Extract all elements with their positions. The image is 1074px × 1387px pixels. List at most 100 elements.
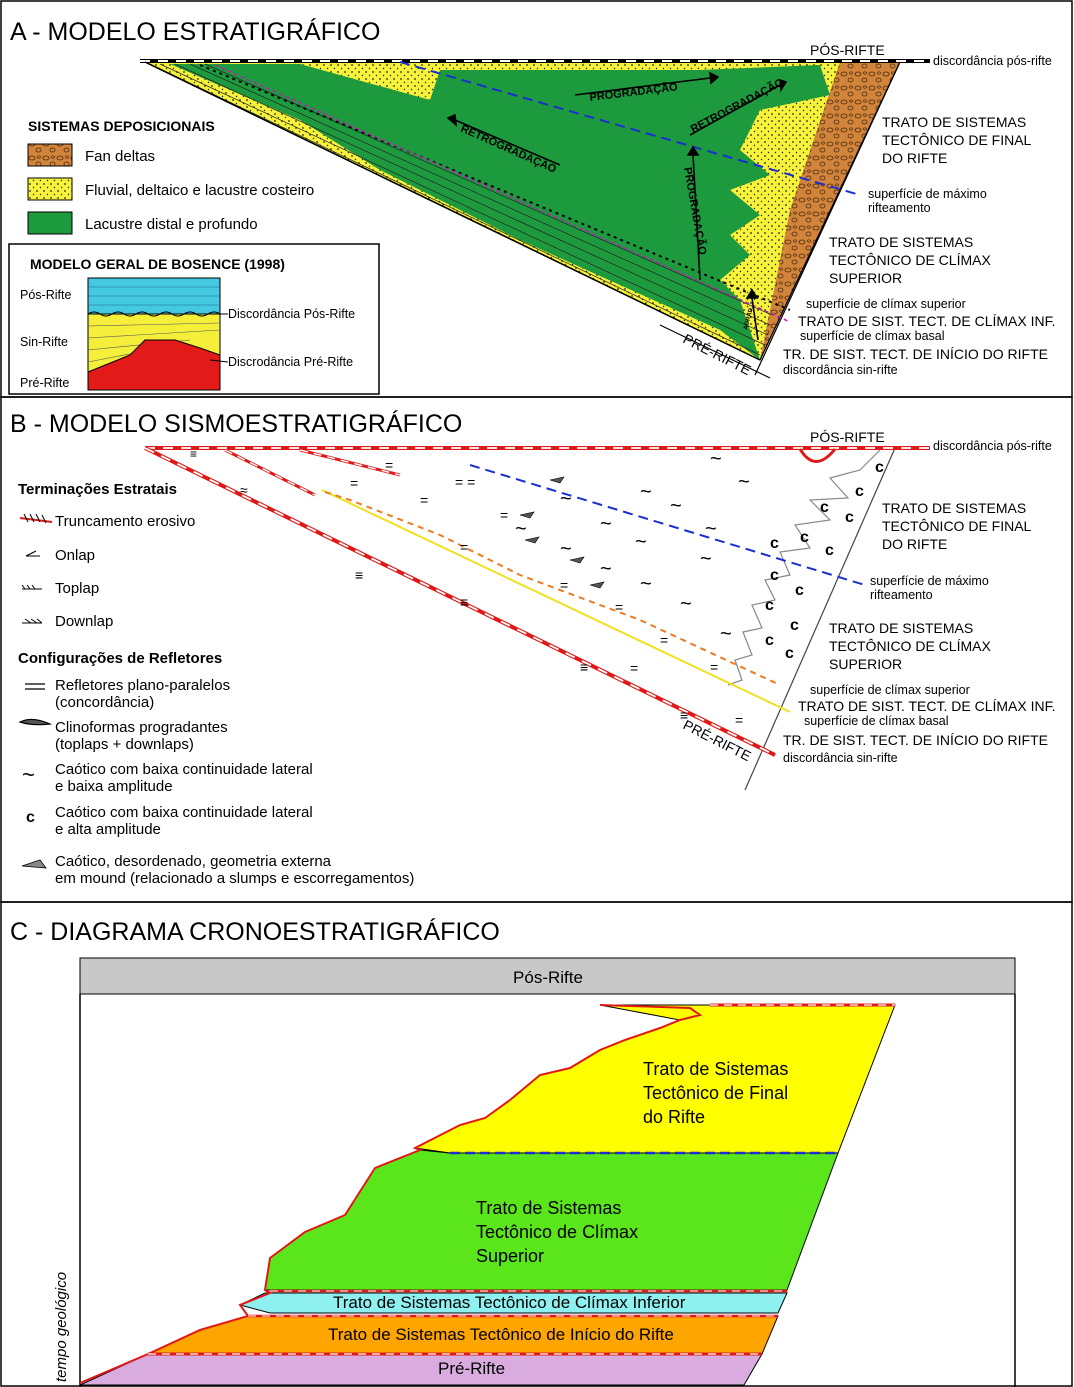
seismic-symbols: = = = = = = = = = = = = = ≡ ≈ ≡ ≡ ≡ ≡	[190, 447, 743, 728]
band-pos-rifte-label: Pós-Rifte	[513, 968, 583, 987]
tract-final-b-3: DO RIFTE	[882, 536, 947, 552]
climax-sup-surface-a	[199, 64, 791, 311]
tract-climax-sup-b-2: TECTÔNICO DE CLÍMAX	[829, 638, 991, 654]
max-rift-b-2: rifteamento	[870, 588, 933, 602]
svg-text:~: ~	[635, 531, 647, 553]
legend-label-fluvial: Fluvial, deltaico e lacustre costeiro	[85, 182, 314, 199]
svg-text:≡: ≡	[190, 447, 197, 461]
tract-climax-inf-b: TRATO DE SIST. TECT. DE CLÍMAX INF.	[798, 698, 1056, 714]
tract-final-a-3: DO RIFTE	[882, 150, 947, 166]
svg-text:c: c	[770, 535, 779, 552]
legend-label-lacustre: Lacustre distal e profundo	[85, 216, 258, 233]
panel-b-title: B - MODELO SISMOESTRATIGRÁFICO	[10, 409, 462, 438]
legend-swatch-fluvial	[27, 177, 73, 201]
label-climax-sup-2: Tectônico de Clímax	[476, 1222, 638, 1242]
bosence-pre-rifte: Pré-Rifte	[20, 376, 69, 390]
tract-climax-sup-a-2: TECTÔNICO DE CLÍMAX	[829, 252, 991, 268]
tract-final-b-1: TRATO DE SISTEMAS	[882, 500, 1026, 516]
term-downlap: Downlap	[55, 613, 113, 630]
axis-label-tempo: tempo geológico	[53, 1272, 70, 1382]
term-onlap: Onlap	[55, 547, 95, 564]
config-3-line2: e baixa amplitude	[55, 778, 173, 795]
svg-text:≡: ≡	[680, 707, 688, 723]
climax-basal-surface-b	[321, 489, 791, 713]
config-5-line2: em mound (relacionado a slumps e escorre…	[55, 870, 414, 887]
label-pre-rifte-c: Pré-Rifte	[438, 1359, 505, 1378]
tract-inicio-a: TR. DE SIST. TECT. DE INÍCIO DO RIFTE	[783, 346, 1048, 362]
svg-text:~: ~	[560, 538, 572, 560]
svg-text:c: c	[855, 483, 864, 500]
legend-label-fan: Fan deltas	[85, 148, 155, 165]
svg-text:~: ~	[600, 513, 612, 535]
svg-text:~: ~	[680, 593, 692, 615]
svg-text:=: =	[350, 475, 358, 491]
max-rift-a-1: superfície de máximo	[868, 187, 987, 201]
svg-text:c: c	[795, 582, 804, 599]
svg-text:~: ~	[738, 471, 750, 493]
label-discordancia-pos-b: discordância pós-rifte	[933, 439, 1052, 453]
svg-text:~: ~	[560, 488, 572, 510]
tract-climax-inf-a: TRATO DE SIST. TECT. DE CLÍMAX INF.	[798, 313, 1056, 329]
term-title: Terminações Estratais	[18, 481, 177, 498]
svg-text:c: c	[820, 499, 829, 516]
chaotic-high-amp: ccc ccc ccc ccc c	[765, 459, 884, 662]
config-1-line2: (concordância)	[55, 694, 154, 711]
config-icons	[18, 683, 53, 726]
label-discordancia-pos-a: discordância pós-rifte	[933, 54, 1052, 68]
svg-text:~: ~	[720, 623, 732, 645]
panel-c-frame	[0, 901, 1073, 1387]
svg-text:≡: ≡	[355, 567, 363, 583]
svg-text:=: =	[735, 712, 743, 728]
tract-final-a-1: TRATO DE SISTEMAS	[882, 114, 1026, 130]
config-3-line1: Caótico com baixa continuidade lateral	[55, 761, 313, 778]
label-final-2: Tectônico de Final	[643, 1083, 788, 1103]
config-4-line1: Caótico com baixa continuidade lateral	[55, 804, 313, 821]
svg-text:=: =	[560, 577, 568, 593]
label-climax-inf: Trato de Sistemas Tectônico de Clímax In…	[333, 1293, 686, 1312]
svg-text:=: =	[460, 539, 468, 555]
svg-text:c: c	[765, 597, 774, 614]
max-rift-a-2: rifteamento	[868, 201, 931, 215]
climax-sup-surface-label-a: superfície de clímax superior	[806, 297, 966, 311]
svg-text:≡: ≡	[580, 659, 588, 675]
svg-text:c: c	[765, 632, 774, 649]
svg-text:~: ~	[640, 481, 652, 503]
config-2-line1: Clinoformas progradantes	[55, 719, 228, 736]
config-1-line1: Refletores plano-paralelos	[55, 677, 230, 694]
climax-basal-surface-label-a: superfície de clímax basal	[800, 329, 945, 343]
label-discordancia-sin-a: discordância sin-rifte	[783, 363, 898, 377]
panel-a-title: A - MODELO ESTRATIGRÁFICO	[10, 17, 380, 46]
bosence-sin-rifte: Sin-Rifte	[20, 335, 68, 349]
band-pre-rifte	[79, 1353, 763, 1386]
svg-text:≡: ≡	[460, 594, 468, 610]
mound-symbols	[519, 476, 605, 589]
svg-text:~: ~	[705, 518, 717, 540]
tract-inicio-b: TR. DE SIST. TECT. DE INÍCIO DO RIFTE	[783, 732, 1048, 748]
climax-sup-surface-label-b: superfície de clímax superior	[810, 683, 970, 697]
label-climax-sup-1: Trato de Sistemas	[476, 1198, 621, 1218]
config-4-line2: e alta amplitude	[55, 821, 161, 838]
label-final-1: Trato de Sistemas	[643, 1059, 788, 1079]
legend-swatch-lacustre	[27, 211, 73, 235]
climax-sup-surface-b	[324, 491, 781, 686]
svg-text:c: c	[770, 567, 779, 584]
svg-text:~: ~	[700, 548, 712, 570]
label-pos-rifte-a: PÓS-RIFTE	[810, 42, 885, 58]
max-rift-surface-b	[469, 464, 866, 586]
svg-text:c: c	[785, 645, 794, 662]
svg-text:=: =	[385, 457, 393, 473]
svg-text:c: c	[845, 509, 854, 526]
svg-text:~: ~	[600, 558, 612, 580]
bosence-disc-pos: Discordância Pós-Rifte	[228, 307, 355, 321]
svg-text:c: c	[875, 459, 884, 476]
svg-text:=: =	[660, 632, 668, 648]
svg-text:≈: ≈	[240, 482, 248, 498]
config-icon-tilde: ~	[22, 762, 35, 787]
config-icon-c: c	[26, 809, 35, 826]
label-inicio: Trato de Sistemas Tectônico de Início do…	[328, 1325, 674, 1344]
tract-final-b-2: TECTÔNICO DE FINAL	[882, 518, 1032, 534]
svg-text:c: c	[790, 617, 799, 634]
svg-text:~: ~	[515, 518, 527, 540]
